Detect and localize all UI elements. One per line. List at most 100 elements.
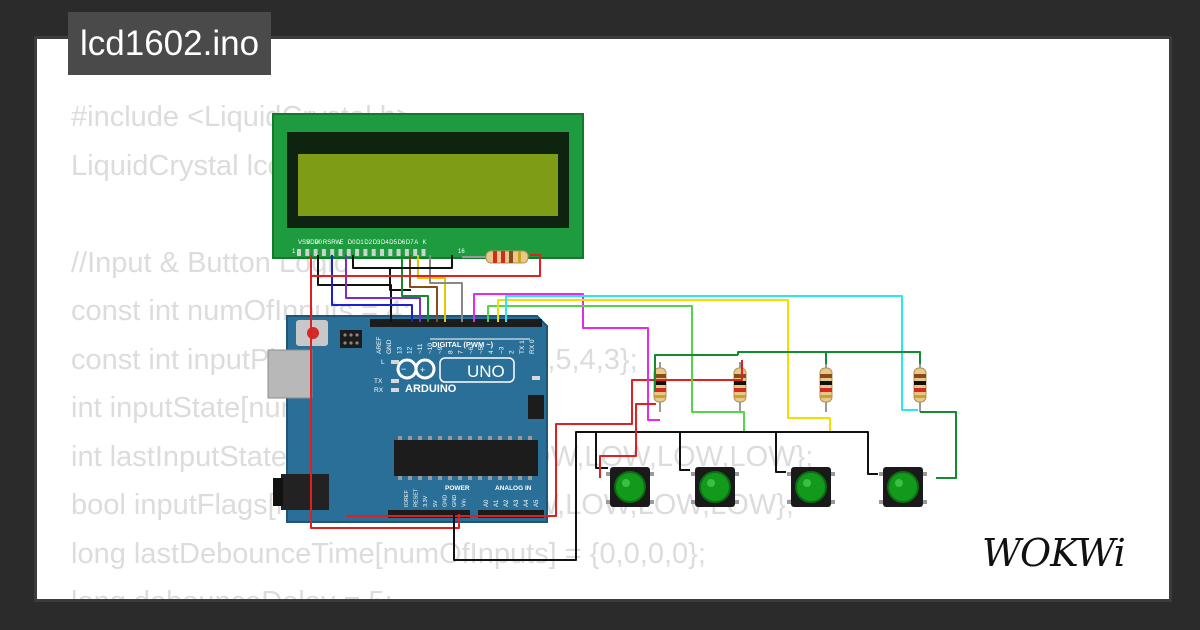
- chip-leg: [508, 436, 512, 440]
- digital-pin-label: ~5: [478, 346, 485, 354]
- code-line: const int numOfInputs = 4;: [71, 295, 411, 327]
- pulldown-resistors: [653, 362, 927, 412]
- led-on-label: ON: [550, 378, 561, 385]
- wire-pin6: [473, 293, 660, 421]
- lcd-pin[interactable]: [313, 249, 318, 256]
- button-cap[interactable]: [699, 471, 731, 503]
- backlight-resistor[interactable]: [462, 250, 529, 264]
- digital-pin-label: AREF: [376, 337, 383, 354]
- wire-lcd-rs: [331, 255, 413, 322]
- code-line: long debounceDelay = 5;: [71, 586, 393, 602]
- chip-leg: [458, 476, 462, 480]
- chip-leg: [428, 476, 432, 480]
- lcd-pin-label: K: [423, 240, 427, 246]
- lcd-pin-label: RW: [331, 240, 341, 246]
- digital-pin-label: 2: [509, 350, 516, 354]
- file-title: lcd1602.ino: [68, 12, 272, 75]
- svg-text:+: +: [420, 365, 425, 375]
- lcd-pin-last: 16: [458, 249, 465, 255]
- wire-5v-backlight: [311, 254, 541, 277]
- analog-pin-label: A2: [504, 499, 510, 507]
- pulldown-resistor[interactable]: [819, 362, 833, 412]
- lcd-pin[interactable]: [413, 249, 418, 256]
- wire-pin5: [487, 305, 745, 432]
- wire-gnd-chain-3: [920, 411, 957, 479]
- push-button[interactable]: [606, 467, 654, 507]
- lcd-pin-label: D5: [389, 240, 397, 246]
- chip-leg: [398, 476, 402, 480]
- push-buttons: [606, 467, 927, 507]
- lcd-pin[interactable]: [297, 249, 301, 256]
- lcd-pin[interactable]: [396, 249, 401, 256]
- chip-leg: [488, 476, 492, 480]
- lcd-pin[interactable]: [388, 249, 393, 256]
- lcd-pin-label: E: [340, 240, 344, 246]
- lcd-pin[interactable]: [371, 249, 376, 256]
- lcd-pin[interactable]: [363, 249, 368, 256]
- reset-button[interactable]: [307, 327, 319, 339]
- digital-header: [370, 319, 542, 327]
- power-pin-label: 3.3V: [423, 495, 429, 507]
- chip-leg: [468, 436, 472, 440]
- usb-port[interactable]: [267, 349, 313, 399]
- digital-pin-label: 13: [396, 346, 403, 354]
- chip-leg: [528, 436, 532, 440]
- analog-pin-label: A3: [514, 499, 520, 507]
- digital-pin-label: ~10: [427, 343, 434, 354]
- lcd-pin[interactable]: [355, 249, 360, 256]
- arduino-model: UNO: [467, 362, 505, 381]
- chip-leg: [408, 476, 412, 480]
- chip-leg: [428, 436, 432, 440]
- led-l-label: L: [381, 359, 385, 366]
- power-pin-label: IOREF: [404, 490, 410, 507]
- button-cap[interactable]: [795, 471, 827, 503]
- chip-leg: [448, 476, 452, 480]
- analog-pin-label: A4: [524, 499, 530, 507]
- lcd-pin[interactable]: [380, 249, 384, 256]
- lcd-pin-label: D6: [398, 240, 406, 246]
- pulldown-resistor[interactable]: [653, 362, 667, 412]
- push-button[interactable]: [691, 467, 739, 507]
- chip-leg: [518, 436, 522, 440]
- lcd-pin[interactable]: [338, 249, 343, 256]
- power-pin-label: GND: [442, 495, 448, 507]
- lcd-pin[interactable]: [305, 249, 310, 256]
- chip-leg: [498, 436, 502, 440]
- svg-text:−: −: [401, 364, 406, 374]
- lcd-pin-label: VSS: [298, 240, 310, 246]
- lcd-pin[interactable]: [321, 249, 326, 256]
- wokwi-logo-text: WOKWi: [982, 531, 1125, 575]
- chip-leg: [418, 476, 422, 480]
- power-jack[interactable]: [281, 474, 329, 510]
- lcd-pin[interactable]: [330, 249, 335, 256]
- atmega-chip: [394, 440, 538, 476]
- lcd-pin-label: RS: [323, 240, 331, 246]
- chip-leg: [528, 476, 532, 480]
- led-tx-label: TX: [374, 378, 383, 385]
- lcd-pin-label: D1: [356, 240, 364, 246]
- power-label: POWER: [445, 485, 470, 492]
- lcd-pin[interactable]: [421, 249, 426, 256]
- lcd-pin[interactable]: [346, 249, 351, 256]
- pulldown-resistor[interactable]: [913, 362, 927, 412]
- power-pin-label: 5V: [433, 500, 439, 507]
- push-button[interactable]: [879, 467, 927, 507]
- button-cap[interactable]: [614, 471, 646, 503]
- arduino-brand: ARDUINO: [405, 383, 457, 395]
- digital-pin-label: 12: [407, 346, 414, 354]
- digital-pin-label: 8: [447, 350, 454, 354]
- lcd-pin-label: A: [414, 240, 418, 246]
- chip-leg: [508, 476, 512, 480]
- wire-lcd-d6: [417, 255, 446, 322]
- pulldown-resistor[interactable]: [733, 362, 747, 412]
- button-cap[interactable]: [887, 471, 919, 503]
- wire-5v: [310, 255, 460, 529]
- chip-leg: [438, 476, 442, 480]
- wire-pin3: [505, 295, 918, 411]
- push-button[interactable]: [787, 467, 835, 507]
- chip-leg: [438, 436, 442, 440]
- digital-label: DIGITAL (PWM ~): [432, 340, 494, 349]
- lcd-pin[interactable]: [404, 249, 409, 256]
